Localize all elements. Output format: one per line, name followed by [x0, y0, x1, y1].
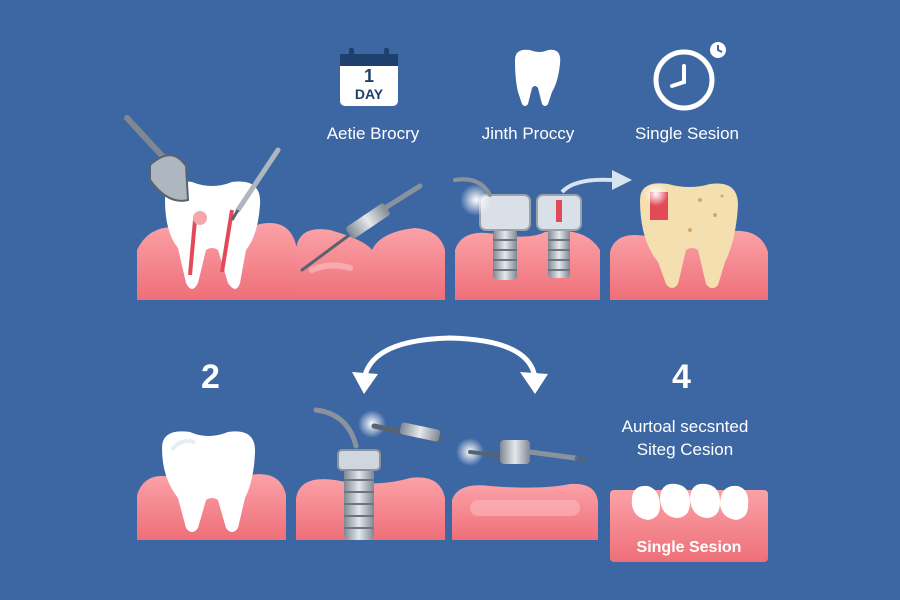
tooth-icon: [720, 485, 749, 520]
top-label-3: Single Sesion: [635, 124, 739, 143]
tooth-icon: [162, 431, 256, 532]
top-label-1: Aetie Brocry: [326, 124, 420, 143]
panel-implant-crowns: [453, 170, 632, 300]
panel-root-canal: [124, 115, 297, 300]
dental-drill-icon: [300, 234, 350, 272]
calendar-day-label: DAY: [354, 86, 384, 102]
caption-line-2: Siteg Cesion: [636, 440, 734, 459]
clock-icon: [653, 42, 726, 111]
dental-mirror-icon: [124, 115, 169, 163]
tooth-icon: [690, 483, 720, 518]
caption-line-1: Aurtoal secsnted: [621, 417, 749, 436]
implant-screw: [493, 230, 517, 280]
gum-block: [455, 230, 600, 300]
panel-damaged-tooth: [610, 182, 768, 300]
curved-arrow-icon: [560, 177, 613, 194]
tooth-icon: [660, 483, 690, 518]
dental-probe-icon: [235, 147, 281, 213]
implant-screw: [548, 230, 570, 278]
top-label-2: Jinth Proccy: [481, 124, 575, 143]
calendar-icon: [340, 48, 398, 106]
tooth-icon: [515, 49, 561, 106]
panel-implant-insertion: [296, 407, 445, 540]
implant-abutment: [337, 449, 381, 471]
step-number-left: 2: [201, 358, 220, 396]
panel-tooth-row: [610, 483, 768, 562]
double-arrow-icon: [352, 335, 548, 394]
panel-healed-gum: [452, 438, 598, 540]
calendar-day-number: 1: [363, 66, 374, 86]
dental-drill-icon: [313, 407, 359, 449]
panel-gum-drill: [296, 183, 445, 300]
root-canal-highlight: [188, 209, 234, 276]
dental-tool-icon: [468, 450, 507, 458]
bottom-right-label: Single Sesion: [636, 539, 742, 556]
step-number-right: 4: [672, 358, 691, 396]
gum-block: [296, 228, 445, 300]
tooth-icon: [631, 485, 660, 520]
panel-healthy-tooth: [137, 431, 286, 540]
